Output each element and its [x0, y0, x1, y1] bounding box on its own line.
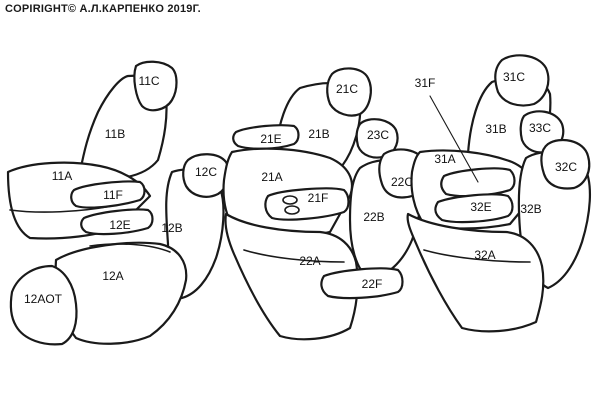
- armrest-12e: [80, 208, 154, 236]
- armrest-32e: [434, 193, 514, 224]
- label-23c: 23C: [367, 128, 389, 142]
- label-12c: 12C: [195, 165, 217, 179]
- leader-line-31f: [429, 95, 479, 183]
- seat-22-cushion: [224, 212, 359, 341]
- label-12aot: 12AOT: [24, 292, 63, 306]
- armrest-11f: [70, 180, 146, 209]
- label-22f: 22F: [362, 277, 383, 291]
- armrest-22f: [320, 267, 404, 300]
- label-32a: 32A: [474, 248, 495, 262]
- label-31f: 31F: [415, 76, 436, 90]
- label-11c: 11C: [138, 74, 159, 88]
- seat-32-cushion: [406, 212, 545, 333]
- label-11b: 11B: [105, 127, 125, 141]
- label-31b: 31B: [485, 122, 506, 136]
- label-11f: 11F: [103, 188, 123, 202]
- label-11a: 11A: [52, 169, 72, 183]
- label-22b: 22B: [363, 210, 384, 224]
- label-31c: 31C: [503, 70, 525, 84]
- cupholder-2-icon: [284, 205, 300, 215]
- label-21c: 21C: [336, 82, 358, 96]
- row-3-seats: [406, 54, 592, 333]
- label-21a: 21A: [261, 170, 282, 184]
- label-21b: 21B: [308, 127, 329, 141]
- seat-12aot: [9, 264, 78, 346]
- headrest-21c: [326, 67, 372, 117]
- label-32b: 32B: [520, 202, 541, 216]
- row-2-seats: [222, 67, 429, 341]
- label-32c: 32C: [555, 160, 577, 174]
- label-22a: 22A: [299, 254, 320, 268]
- label-21e: 21E: [260, 132, 281, 146]
- headrest-11c: [133, 60, 178, 112]
- part-labels: 11C 11B 11A 11F 12E 12C 12B 12A 12AOT 21…: [24, 70, 577, 306]
- headrest-31c: [494, 54, 550, 107]
- label-12b: 12B: [161, 221, 182, 235]
- armrest-21e: [232, 124, 300, 150]
- label-31a: 31A: [434, 152, 455, 166]
- label-21f: 21F: [308, 191, 329, 205]
- headrest-32c: [540, 138, 591, 190]
- headrest-12c: [182, 153, 230, 198]
- label-12e: 12E: [109, 218, 130, 232]
- label-12a: 12A: [102, 269, 123, 283]
- copyright-notice: COPIRIGHT© А.Л.КАРПЕНКО 2019Г.: [5, 3, 201, 15]
- label-33c: 33C: [529, 121, 551, 135]
- cupholder-1-icon: [282, 195, 298, 205]
- label-32e: 32E: [470, 200, 491, 214]
- label-22c: 22C: [391, 175, 413, 189]
- row-1-seats: [6, 60, 230, 346]
